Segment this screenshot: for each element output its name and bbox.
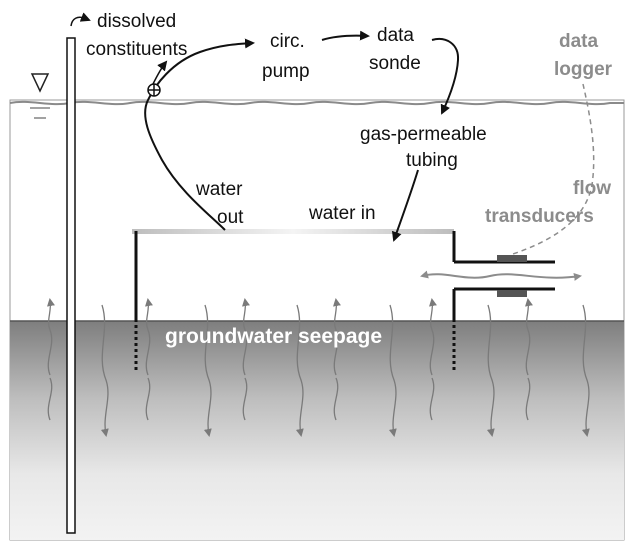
sediment-layer — [10, 321, 624, 540]
label-gas-permeable: gas-permeable — [360, 124, 487, 145]
chamber-lid-tube — [132, 229, 454, 234]
upward-seepage-arrows — [47, 298, 533, 376]
label-pump: pump — [262, 61, 310, 82]
label-tubing: tubing — [406, 150, 458, 171]
flow-transducer-bottom — [497, 290, 527, 297]
label-sonde: sonde — [369, 53, 421, 74]
label-flow: flow — [573, 178, 611, 199]
logger-to-transducer-link — [512, 83, 595, 255]
label-water-out-1: water — [195, 179, 243, 200]
pump-to-sonde-arrow — [321, 30, 370, 41]
label-data-logger-1: data — [559, 31, 599, 52]
water-surface — [9, 100, 624, 106]
water-level-triangle-icon — [30, 73, 50, 119]
label-data: data — [377, 25, 414, 46]
label-constituents: constituents — [86, 39, 187, 60]
dissolved-arrow — [70, 12, 91, 27]
label-water-out-2: out — [217, 207, 244, 228]
flow-transducer-top — [497, 255, 527, 262]
label-transducers: transducers — [485, 206, 594, 227]
downward-seepage-arrows — [100, 304, 590, 437]
label-water-in: water in — [308, 203, 376, 224]
label-dissolved: dissolved — [97, 11, 176, 32]
dissolved-to-pump-arrow — [152, 60, 168, 85]
sonde-to-tubing-arrow — [431, 38, 460, 115]
flow-direction-arrow — [420, 270, 582, 281]
label-groundwater-seepage: groundwater seepage — [165, 325, 382, 348]
vertical-pipe — [66, 37, 76, 534]
water-out-flow-arrow — [144, 38, 255, 231]
upward-seepage-arrows-lower — [47, 377, 531, 421]
tubing-to-chamber-arrow — [391, 169, 419, 242]
circle-plus-icon — [147, 83, 161, 97]
label-circ: circ. — [270, 31, 305, 52]
label-data-logger-2: logger — [554, 59, 613, 80]
